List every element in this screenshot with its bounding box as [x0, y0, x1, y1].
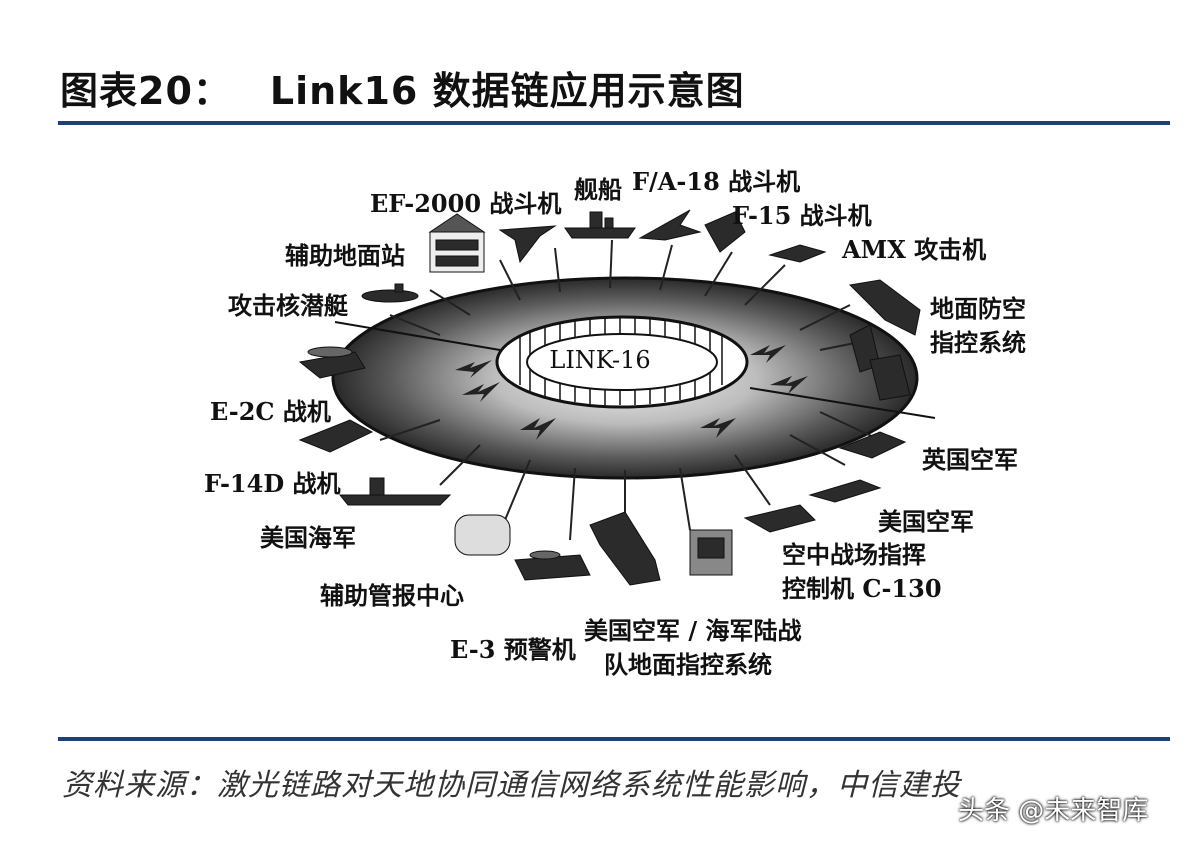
label-f14d: F-14D 战机 — [204, 469, 341, 498]
label-usaf-usmc: 美国空军 / 海军陆战 队地面指控系统 — [584, 614, 801, 682]
usaf-usmc-ground-icon — [589, 511, 661, 586]
figure-title: Link16 数据链应用示意图 — [269, 69, 745, 113]
page-title: 图表20： Link16 数据链应用示意图 — [60, 60, 745, 115]
figure-number: 图表20： — [60, 69, 232, 113]
radial-spokes — [379, 239, 881, 541]
label-amx: AMX 攻击机 — [842, 235, 987, 264]
label-aux-center: 辅助管报中心 — [320, 581, 464, 610]
us-navy-ship-icon — [338, 477, 452, 506]
label-us-navy: 美国海军 — [260, 523, 356, 552]
label-us-air-force: 美国空军 — [878, 507, 974, 536]
e2c-aircraft-icon — [298, 346, 366, 379]
tangent-line-left — [334, 321, 501, 351]
core-label: LINK-16 — [549, 346, 651, 374]
label-usaf-usmc-line1: 美国空军 / 海军陆战 — [584, 616, 802, 645]
source-note: 资料来源：激光链路对天地协同通信网络系统性能影响，中信建投 — [62, 768, 961, 803]
command-shelter-icon — [689, 529, 733, 576]
label-c130: 空中战场指挥 控制机 C-130 — [782, 538, 942, 606]
ground-station-icon — [428, 213, 486, 273]
ground-air-defense-icon — [848, 279, 921, 401]
label-ground-air-defense: 地面防空 指控系统 — [930, 292, 1026, 360]
header-divider — [58, 121, 1170, 125]
label-ef2000: EF-2000 战斗机 — [370, 189, 562, 218]
e3-aircraft-icon — [514, 550, 591, 581]
label-fa18: F/A-18 战斗机 — [632, 167, 801, 196]
tangent-line-right — [749, 387, 936, 419]
label-uk-air-force: 英国空军 — [922, 445, 1018, 474]
f14d-fighter-icon — [298, 419, 374, 453]
core-ring-inner — [526, 333, 718, 391]
aux-center-icon — [454, 514, 511, 556]
label-usaf-usmc-line2: 队地面指控系统 — [604, 650, 772, 679]
label-ground-station: 辅助地面站 — [285, 241, 405, 270]
footer-divider — [58, 737, 1170, 741]
uk-air-force-icon — [838, 431, 907, 459]
data-link-bolts — [455, 345, 808, 440]
c130-aircraft-icon — [743, 504, 816, 533]
amx-attack-icon — [768, 244, 827, 263]
submarine-icon — [361, 283, 419, 303]
label-ground-air-defense-line1: 地面防空 — [930, 294, 1026, 323]
ef2000-fighter-icon — [498, 225, 557, 264]
ship-icon — [564, 211, 636, 239]
label-f15: F-15 战斗机 — [732, 201, 872, 230]
f15-fighter-icon — [704, 211, 746, 253]
label-ground-air-defense-line2: 指控系统 — [930, 328, 1026, 357]
fa18-fighter-icon — [638, 209, 702, 241]
label-c130-line2: 控制机 C-130 — [782, 574, 942, 603]
label-submarine: 攻击核潜艇 — [228, 291, 348, 320]
label-ship: 舰船 — [574, 175, 622, 204]
watermark: 头条 @未来智库 — [958, 796, 1149, 826]
label-e3: E-3 预警机 — [450, 635, 576, 664]
us-air-force-icon — [808, 479, 882, 503]
label-e2c: E-2C 战机 — [210, 397, 331, 426]
label-c130-line1: 空中战场指挥 — [782, 540, 926, 569]
